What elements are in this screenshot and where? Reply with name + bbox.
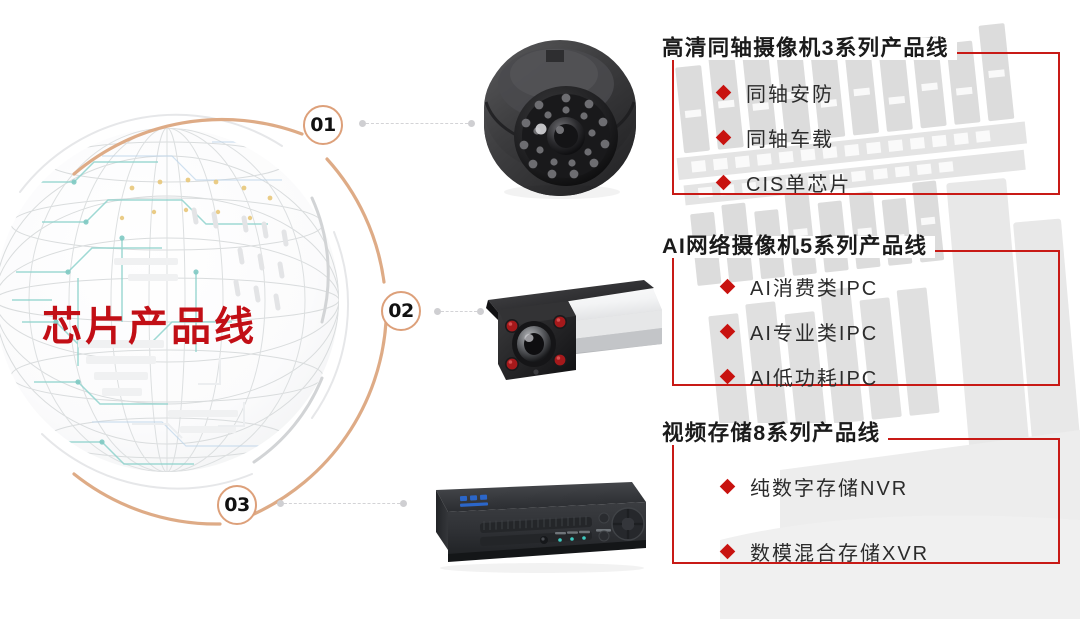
bullet-label: 数模混合存储XVR <box>750 543 930 565</box>
bullet-label: 同轴车载 <box>746 129 834 151</box>
bullet-item[interactable]: CIS单芯片 <box>715 168 852 197</box>
connector-line-01 <box>359 119 475 127</box>
bullet-label: AI消费类IPC <box>750 278 879 300</box>
panel-title-coaxial: 高清同轴摄像机3系列产品线 <box>660 37 957 60</box>
bullet-item[interactable]: 数模混合存储XVR <box>719 537 930 566</box>
diamond-bullet-icon <box>719 278 736 295</box>
bullet-label: 同轴安防 <box>746 84 834 106</box>
connector-dot-start <box>359 119 366 127</box>
bullet-camera-image <box>486 280 662 380</box>
connector-dot-end <box>468 119 475 127</box>
bullet-label: AI低功耗IPC <box>750 368 879 390</box>
bullet-label: CIS单芯片 <box>746 174 852 196</box>
nvr-recorder-image <box>436 482 646 573</box>
page-title: 芯片产品线 <box>42 305 257 349</box>
panel-ai-ipc: AI网络摄像机5系列产品线 AI消费类IPC AI专业类IPC AI低功耗IPC <box>660 228 1060 390</box>
globe-svg <box>0 113 388 526</box>
connector-dash <box>441 310 477 312</box>
step-badge-02[interactable]: 02 <box>381 291 421 331</box>
connector-line-03 <box>277 499 407 507</box>
bullet-item[interactable]: 同轴安防 <box>715 78 851 107</box>
panel-storage: 视频存储8系列产品线 纯数字存储NVR 数模混合存储XVR <box>660 414 1060 566</box>
bullet-item[interactable]: AI消费类IPC <box>719 272 879 301</box>
connector-dot-start <box>434 307 441 315</box>
bullet-label: 纯数字存储NVR <box>750 478 909 500</box>
connector-dot-end <box>400 499 407 507</box>
bullet-item[interactable]: AI低功耗IPC <box>719 362 879 391</box>
diamond-bullet-icon <box>719 368 736 385</box>
bullet-item[interactable]: AI专业类IPC <box>719 317 879 346</box>
dome-camera-image <box>484 40 636 199</box>
diamond-bullet-icon <box>719 323 736 340</box>
connector-dash <box>366 122 468 124</box>
connector-dot-end <box>477 307 484 315</box>
bullet-label: AI专业类IPC <box>750 323 879 345</box>
connector-dash <box>284 502 400 504</box>
hero-globe-graphic: 芯片产品线 <box>0 22 452 582</box>
connector-line-02 <box>434 307 484 315</box>
panel-title-storage: 视频存储8系列产品线 <box>660 422 889 445</box>
bullet-item[interactable]: 同轴车载 <box>715 123 851 152</box>
panel-title-ai-ipc: AI网络摄像机5系列产品线 <box>660 235 936 258</box>
diamond-bullet-icon <box>715 129 732 146</box>
step-badge-03[interactable]: 03 <box>217 485 257 525</box>
panel-coaxial: 高清同轴摄像机3系列产品线 同轴安防 同轴车载 CIS单芯片 <box>660 30 1060 197</box>
step-badge-01[interactable]: 01 <box>303 105 343 145</box>
diamond-bullet-icon <box>719 478 736 495</box>
connector-dot-start <box>277 499 284 507</box>
diamond-bullet-icon <box>719 543 736 560</box>
bullet-item[interactable]: 纯数字存储NVR <box>719 472 929 501</box>
diamond-bullet-icon <box>715 84 732 101</box>
diamond-bullet-icon <box>715 174 732 191</box>
